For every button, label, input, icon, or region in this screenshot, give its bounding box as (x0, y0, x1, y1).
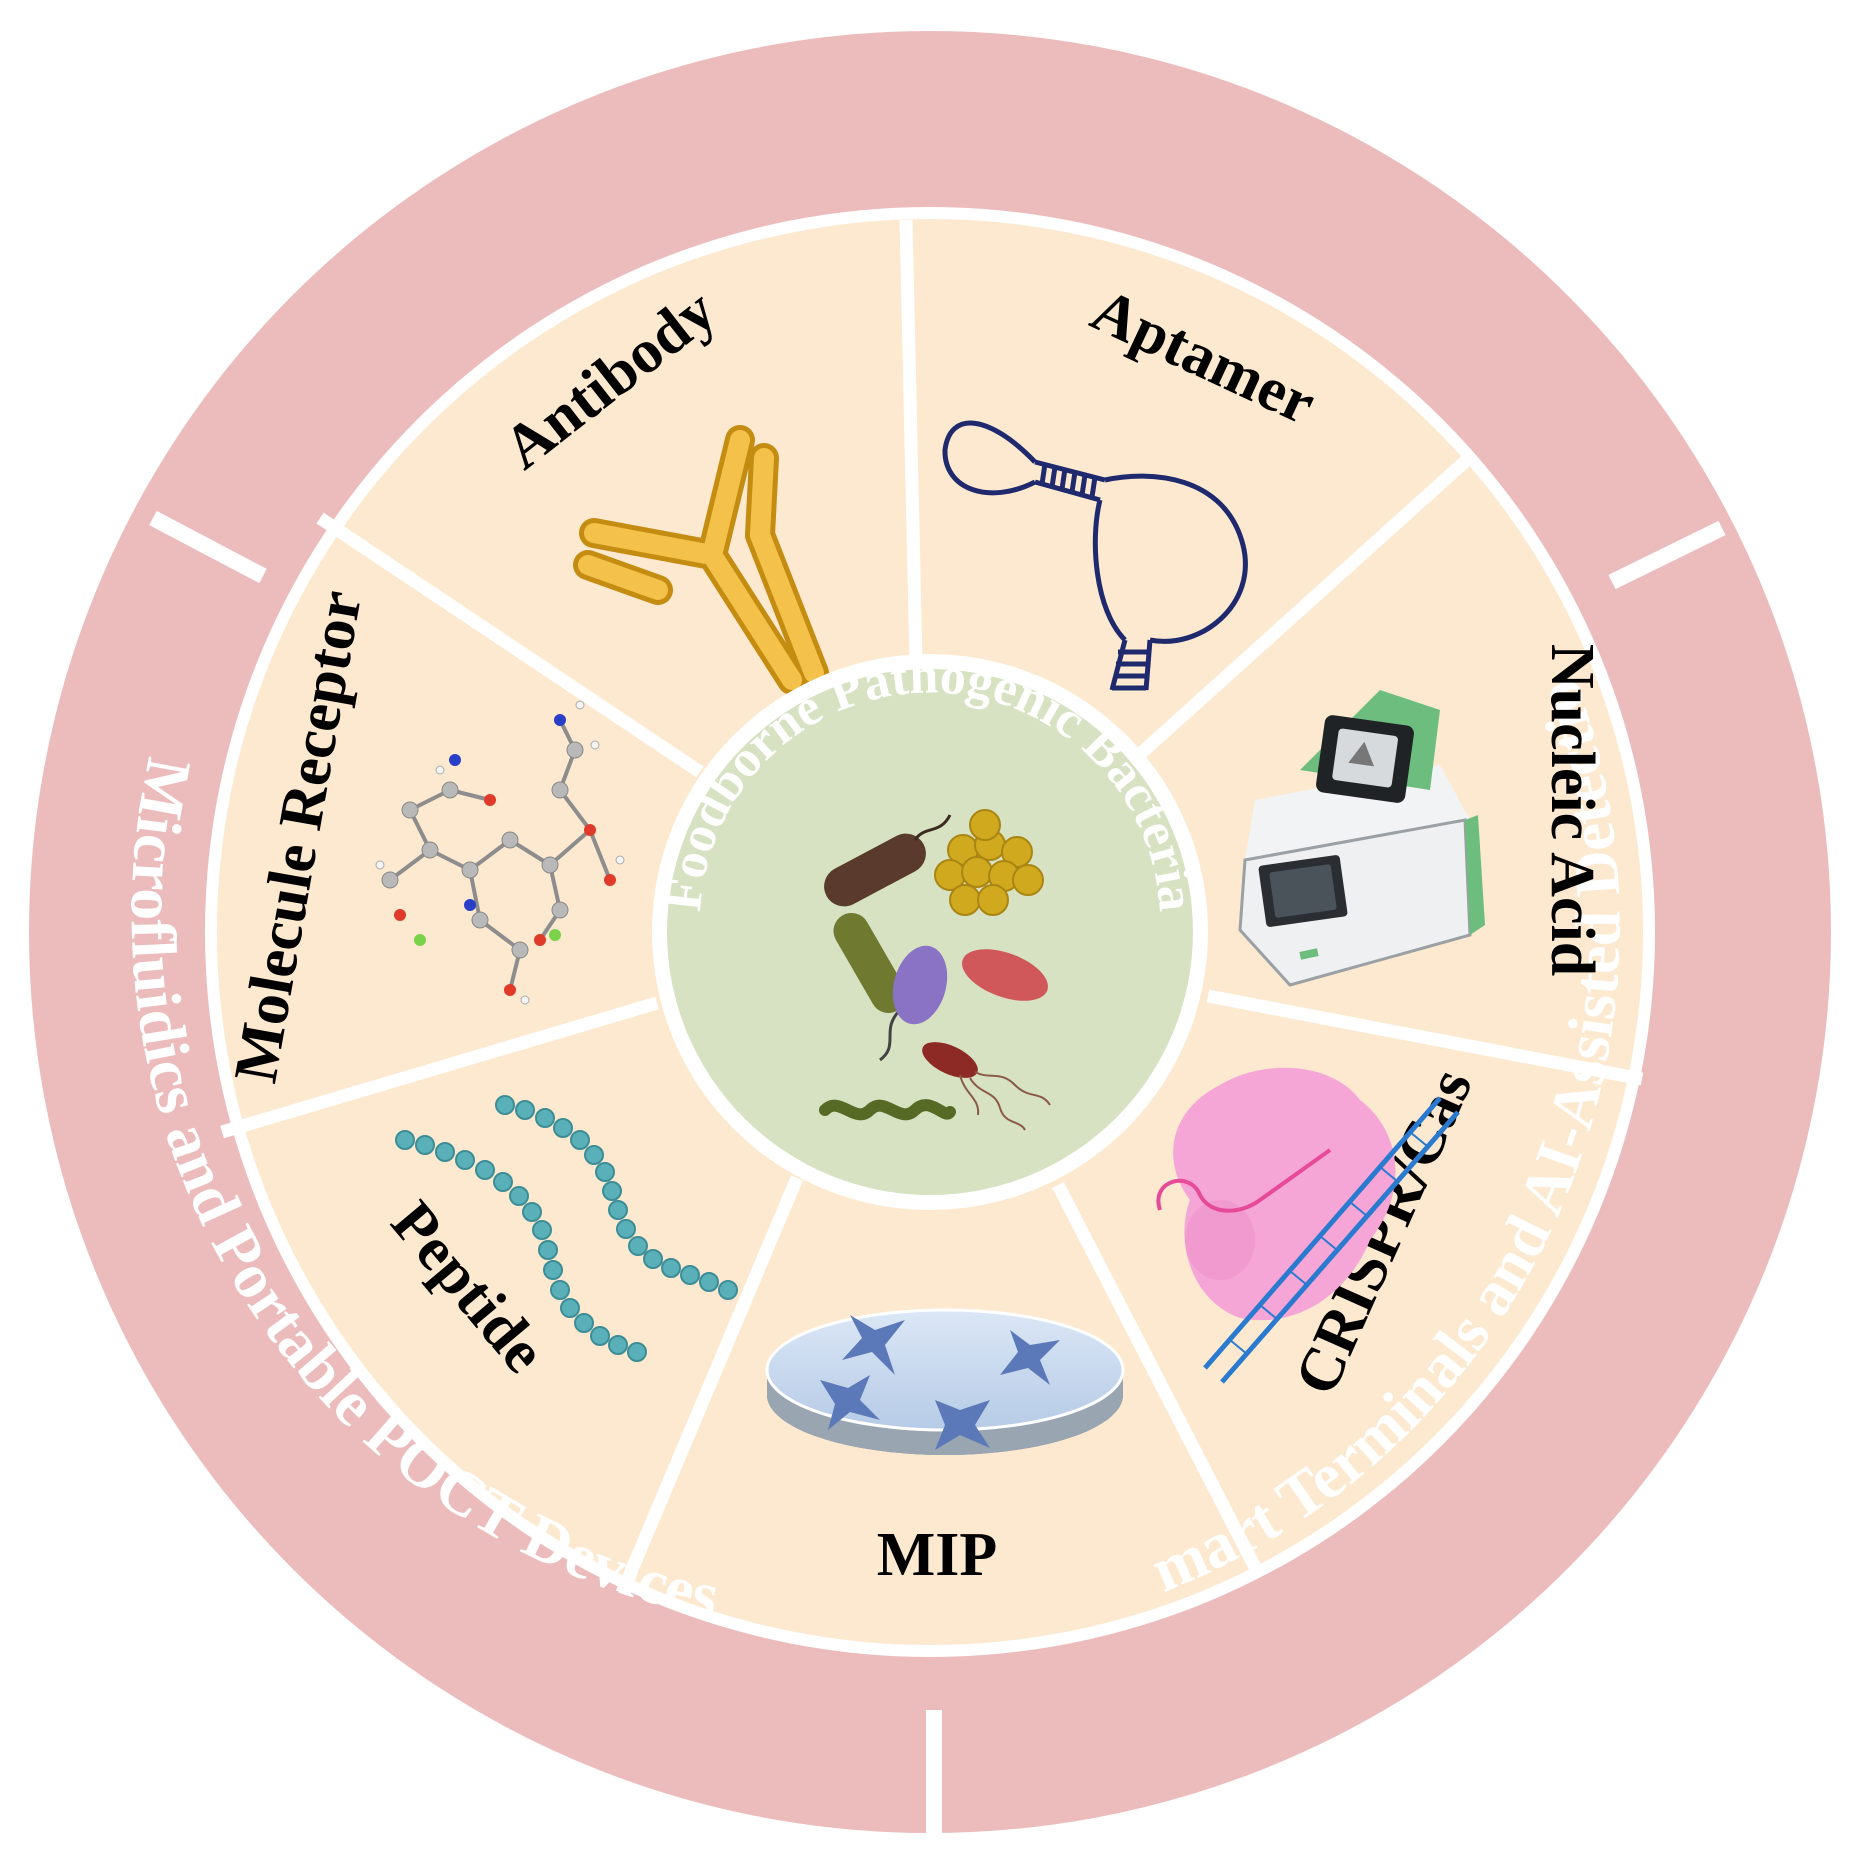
antibody-icon (573, 425, 829, 695)
ring-divider-right (1608, 520, 1726, 590)
aptamer-icon (942, 420, 1248, 691)
bacterium-pili-icon (962, 949, 1048, 1001)
bacterium-bacillus-icon (824, 814, 952, 907)
segment-label-mip: MIP (877, 1521, 998, 1589)
mip-icon (765, 1308, 1125, 1455)
center-circle: Foodborne Pathogenic Bacteria (652, 647, 1208, 1210)
crispr-cas-icon (1156, 1067, 1460, 1384)
molecule-icon (375, 700, 625, 1005)
bacterium-spiral-icon (819, 1099, 956, 1121)
bacterium-peritrichous-icon (922, 1042, 1051, 1131)
ring-divider-left (149, 510, 267, 584)
bacterium-oval-icon (892, 945, 948, 1025)
bacterium-coccus-cluster-icon (934, 809, 1044, 916)
bacterium-flagellated-icon (833, 912, 907, 1062)
peptide-chain-icon (395, 1095, 738, 1362)
segment-label-nucleic-acid: Nucleic Acid (1538, 644, 1606, 976)
pcr-machine-icon (1238, 690, 1485, 987)
segment-dividers (220, 219, 1644, 1596)
